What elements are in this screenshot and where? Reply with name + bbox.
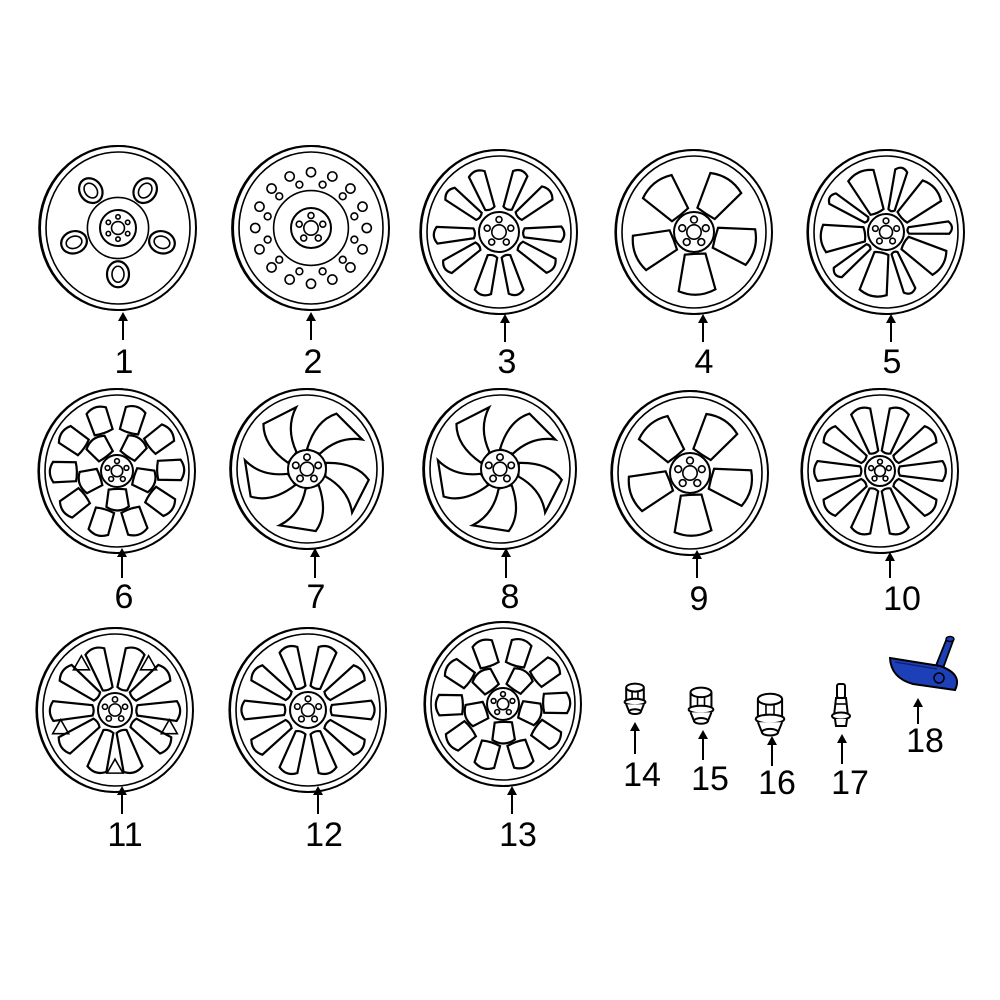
callout-number: 14 bbox=[623, 756, 661, 794]
alloy-wheel-icon bbox=[37, 388, 196, 554]
callout-arrow bbox=[885, 552, 895, 578]
callout-number: 17 bbox=[831, 764, 869, 802]
alloy-wheel-icon bbox=[35, 627, 194, 793]
callout-arrow bbox=[306, 312, 316, 340]
steel-wheel-icon bbox=[231, 145, 390, 311]
callout-arrow bbox=[913, 698, 923, 724]
part-6: 6 bbox=[37, 388, 196, 616]
part-9: 9 bbox=[610, 390, 769, 618]
alloy-wheel-icon bbox=[806, 149, 965, 315]
alloy-wheel-icon bbox=[419, 149, 578, 315]
lug-nut-icon bbox=[623, 682, 647, 715]
alloy-wheel-icon bbox=[228, 627, 387, 793]
callout-number: 1 bbox=[115, 343, 134, 381]
callout-number: 11 bbox=[107, 816, 142, 854]
steel-wheel-icon bbox=[38, 145, 197, 311]
part-3: 3 bbox=[419, 149, 578, 381]
tpms-sensor-icon bbox=[888, 635, 959, 692]
alloy-wheel-icon bbox=[800, 388, 959, 554]
part-18: 18 bbox=[888, 635, 959, 760]
part-5: 5 bbox=[806, 149, 965, 381]
callout-number: 8 bbox=[501, 578, 520, 616]
callout-arrow bbox=[698, 730, 708, 760]
part-10: 10 bbox=[800, 388, 959, 618]
part-16: 16 bbox=[754, 692, 796, 802]
part-7: 7 bbox=[229, 388, 384, 616]
callout-arrow bbox=[117, 786, 127, 814]
callout-arrow bbox=[886, 314, 896, 342]
callout-number: 18 bbox=[906, 722, 944, 760]
callout-arrow bbox=[767, 736, 777, 766]
callout-number: 5 bbox=[883, 343, 902, 381]
alloy-wheel-icon bbox=[614, 149, 773, 315]
callout-arrow bbox=[630, 722, 640, 754]
callout-number: 3 bbox=[498, 343, 517, 381]
part-11: 11 bbox=[35, 627, 194, 854]
part-8: 8 bbox=[422, 388, 577, 616]
part-14: 14 bbox=[623, 682, 661, 794]
callout-number: 4 bbox=[695, 343, 714, 381]
callout-arrow bbox=[313, 786, 323, 814]
callout-arrow bbox=[117, 548, 127, 578]
callout-arrow bbox=[837, 734, 847, 764]
callout-number: 16 bbox=[758, 764, 796, 802]
alloy-wheel-icon bbox=[422, 388, 577, 550]
lug-nut-icon bbox=[687, 686, 715, 725]
callout-number: 7 bbox=[307, 578, 326, 616]
callout-arrow bbox=[698, 314, 708, 342]
part-1: 1 bbox=[38, 145, 197, 381]
part-13: 13 bbox=[423, 621, 582, 854]
callout-arrow bbox=[500, 314, 510, 342]
callout-number: 12 bbox=[305, 816, 343, 854]
callout-number: 15 bbox=[691, 760, 729, 798]
callout-arrow bbox=[692, 550, 702, 578]
alloy-wheel-icon bbox=[610, 390, 769, 556]
callout-number: 10 bbox=[883, 580, 921, 618]
callout-number: 9 bbox=[690, 580, 709, 618]
callout-number: 6 bbox=[115, 578, 134, 616]
valve-stem-icon bbox=[831, 683, 851, 727]
part-4: 4 bbox=[614, 149, 773, 381]
callout-arrow bbox=[118, 312, 128, 340]
callout-arrow bbox=[507, 786, 517, 814]
callout-number: 13 bbox=[499, 816, 537, 854]
callout-arrow bbox=[310, 548, 320, 578]
part-2: 2 bbox=[231, 145, 390, 381]
part-17: 17 bbox=[831, 683, 869, 802]
callout-number: 2 bbox=[304, 343, 323, 381]
lug-nut-icon bbox=[754, 692, 786, 737]
part-12: 12 bbox=[228, 627, 387, 854]
part-15: 15 bbox=[687, 686, 729, 798]
alloy-wheel-icon bbox=[423, 621, 582, 787]
alloy-wheel-icon bbox=[229, 388, 384, 550]
callout-arrow bbox=[501, 548, 511, 578]
